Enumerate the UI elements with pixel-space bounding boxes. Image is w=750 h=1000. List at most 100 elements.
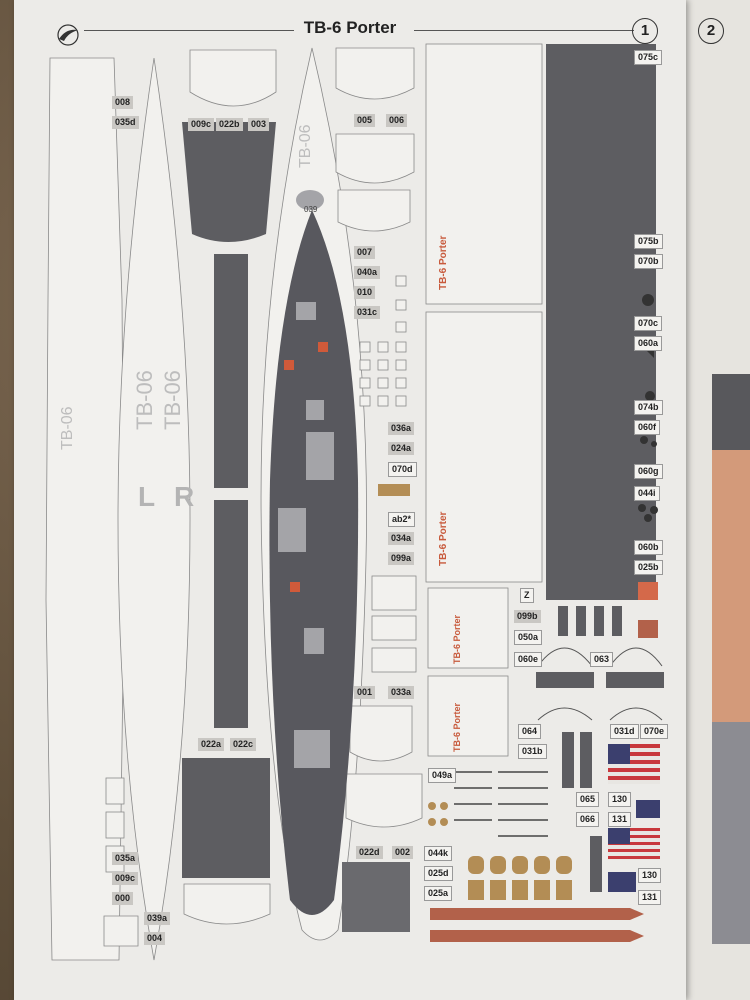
side-text-2: TB-6 Porter bbox=[438, 511, 449, 566]
stern-panel bbox=[182, 758, 270, 878]
window-panel-3 bbox=[371, 647, 417, 673]
part-label: 025a bbox=[424, 886, 453, 901]
hull-text-left: TB-06 bbox=[132, 370, 157, 430]
small-panel-b bbox=[105, 811, 125, 839]
next-sheet-grey-strip bbox=[712, 374, 750, 450]
part-label: 131 bbox=[608, 812, 632, 827]
orange-swatch-2 bbox=[638, 620, 658, 638]
hull-side-R: R bbox=[174, 481, 194, 512]
part-label: 070b bbox=[634, 254, 663, 269]
strip-075b bbox=[640, 164, 654, 224]
part-label: 035a bbox=[112, 852, 139, 865]
part-label: 008 bbox=[112, 96, 134, 109]
part-label: 039a bbox=[144, 912, 171, 925]
part-label: 009c bbox=[188, 118, 215, 131]
deck-label-039: 039 bbox=[304, 205, 318, 214]
part-label: 002 bbox=[392, 846, 414, 859]
publisher-logo-icon bbox=[57, 24, 79, 46]
part-label: 040a bbox=[354, 266, 381, 279]
box-panel-b bbox=[427, 675, 509, 757]
part-label: 022d bbox=[356, 846, 383, 859]
hull-text-right: TB-06 bbox=[160, 370, 185, 430]
part-label: Z bbox=[520, 588, 534, 603]
bulkhead-low-3 bbox=[183, 883, 271, 925]
part-label: 044i bbox=[634, 486, 660, 501]
hull-side-L: L bbox=[138, 481, 155, 512]
sheet-title: TB-6 Porter bbox=[303, 18, 397, 37]
small-panel-a bbox=[105, 777, 125, 805]
part-label: 005 bbox=[354, 114, 376, 127]
part-label: 070e bbox=[640, 724, 669, 739]
part-label: 130 bbox=[638, 868, 662, 883]
flag-small-2 bbox=[608, 872, 636, 892]
flag-small-1 bbox=[636, 800, 660, 818]
part-label: 025d bbox=[424, 866, 453, 881]
window-panel-1 bbox=[371, 575, 417, 611]
part-label: 099a bbox=[388, 552, 415, 565]
part-label: 006 bbox=[386, 114, 408, 127]
part-label: 063 bbox=[590, 652, 614, 667]
small-square-tabs bbox=[359, 275, 407, 407]
part-label: 070c bbox=[634, 316, 663, 331]
part-label: 033a bbox=[388, 686, 415, 699]
hull-side-panel-left bbox=[45, 57, 125, 961]
part-label: 131 bbox=[638, 890, 662, 905]
part-label: 031d bbox=[610, 724, 639, 739]
part-label: 025b bbox=[634, 560, 663, 575]
part-label: 044k bbox=[424, 846, 453, 861]
waterline-strip-1 bbox=[430, 908, 644, 920]
bulkhead-low-1 bbox=[349, 705, 413, 762]
part-label: 049a bbox=[428, 768, 457, 783]
part-label: 099b bbox=[514, 610, 541, 623]
parts-drawing: TB-06 TB-06 TB-06 TB-06 L R 039 TB-6 Por… bbox=[45, 43, 664, 961]
title-rule-right bbox=[414, 30, 634, 31]
hull-text-panel: TB-06 bbox=[59, 406, 76, 450]
part-label: 031b bbox=[518, 744, 547, 759]
part-label: 074b bbox=[634, 400, 663, 415]
hull-text-bow: TB-06 bbox=[297, 124, 314, 168]
part-label: 036a bbox=[388, 422, 415, 435]
flag-us-large bbox=[608, 744, 660, 784]
part-label: 035d bbox=[112, 116, 139, 129]
bulkhead-5 bbox=[189, 49, 277, 107]
part-label: 075c bbox=[634, 50, 663, 65]
part-label: 066 bbox=[576, 812, 600, 827]
side-strip-upper bbox=[214, 254, 248, 488]
bulkhead-9 bbox=[337, 189, 411, 232]
side-text-3: TB-6 Porter bbox=[452, 614, 462, 664]
part-label: 000 bbox=[112, 892, 134, 905]
window-panel-2 bbox=[371, 615, 417, 641]
part-label: ab2* bbox=[388, 512, 416, 527]
part-label: 007 bbox=[354, 246, 376, 259]
box-panel-a bbox=[427, 587, 509, 669]
strip-075c bbox=[640, 64, 654, 154]
part-label: 130 bbox=[608, 792, 632, 807]
next-sheet-orange-strip bbox=[712, 450, 750, 722]
part-label: 010 bbox=[354, 286, 376, 299]
next-sheet-grey-strip-2 bbox=[712, 722, 750, 944]
part-label: 075b bbox=[634, 234, 663, 249]
deck-fill bbox=[269, 210, 359, 915]
part-label: 009c bbox=[112, 872, 139, 885]
orange-swatch-1 bbox=[638, 582, 658, 600]
part-label: 031c bbox=[354, 306, 381, 319]
parts-sheet: TB-6 Porter 1 bbox=[14, 0, 686, 1000]
side-text-1: TB-6 Porter bbox=[438, 235, 449, 290]
part-label: 064 bbox=[518, 724, 542, 739]
side-text-4: TB-6 Porter bbox=[452, 702, 462, 752]
part-label: 060g bbox=[634, 464, 663, 479]
stern-block bbox=[342, 862, 410, 932]
part-label: 022b bbox=[216, 118, 243, 131]
waterline-strip-2 bbox=[430, 930, 644, 942]
part-label: 003 bbox=[248, 118, 270, 131]
part-label: 060a bbox=[634, 336, 663, 351]
side-strip-lower bbox=[214, 500, 248, 728]
side-panel-a bbox=[425, 43, 543, 305]
bow-cap bbox=[103, 915, 139, 947]
part-label: 050a bbox=[514, 630, 543, 645]
title-rule-left bbox=[84, 30, 294, 31]
flag-us-medium bbox=[608, 828, 660, 860]
part-label: 060b bbox=[634, 540, 663, 555]
side-panel-b bbox=[425, 311, 543, 583]
